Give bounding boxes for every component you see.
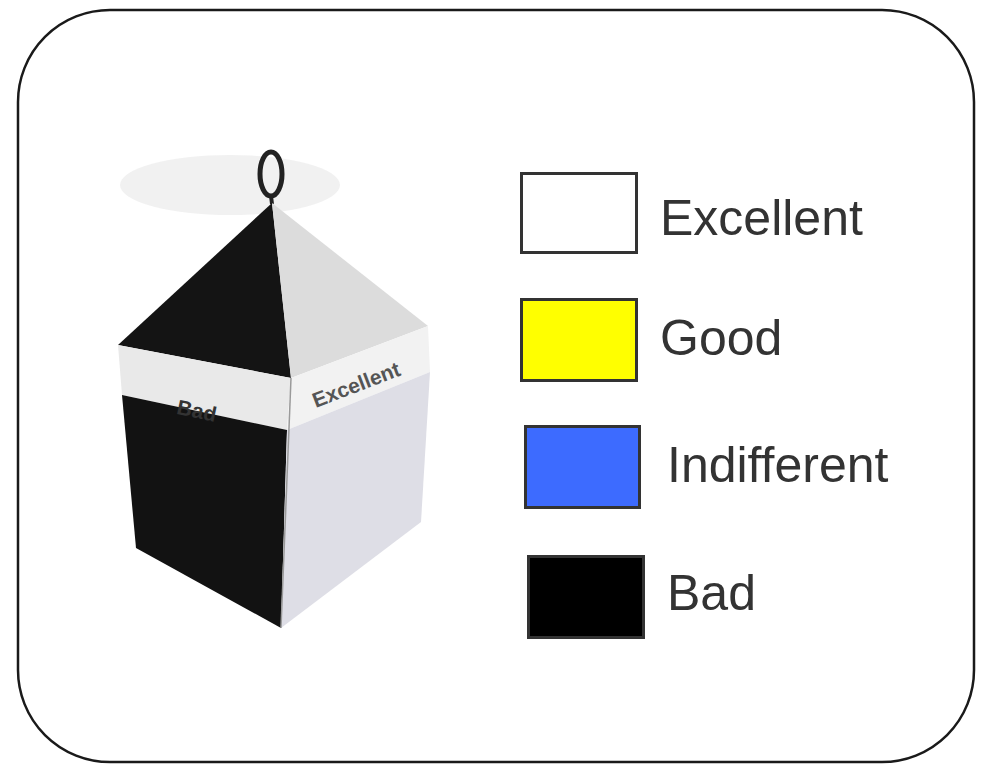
legend-swatch: [527, 555, 645, 639]
legend-swatch: [520, 298, 638, 382]
legend-label: Good: [660, 313, 782, 363]
front-edge: [281, 378, 291, 628]
panel-frame: [18, 10, 974, 762]
body-left-face: [122, 395, 287, 628]
body-right-face: [281, 372, 430, 628]
legend-label: Bad: [667, 568, 756, 618]
hanging-ring: [260, 152, 282, 196]
legend-swatch: [520, 172, 638, 254]
legend-label: Excellent: [660, 193, 863, 243]
ring-stem: [271, 196, 272, 204]
legend-label: Indifferent: [667, 440, 888, 490]
background-smudge: [120, 155, 340, 215]
legend-swatch: [524, 425, 641, 509]
